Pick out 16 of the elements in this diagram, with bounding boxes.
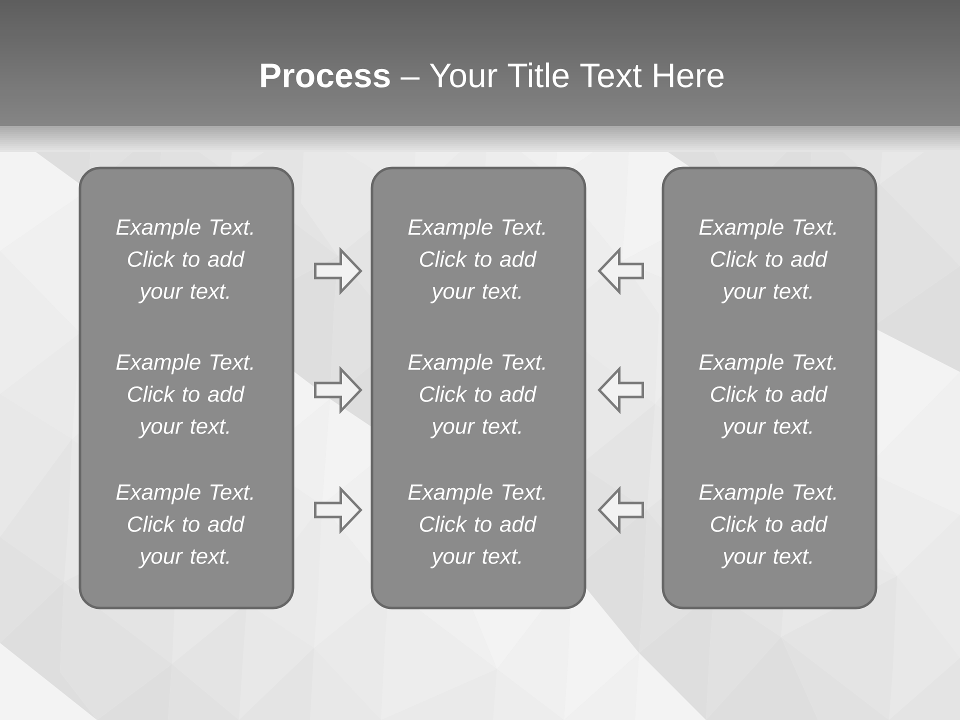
body-text: Example Text. Click to add your text. <box>408 484 545 568</box>
slide-title: Process – Your Title Text Here <box>261 62 724 88</box>
body-text: Example Text. Click to add your text. <box>699 354 836 438</box>
body-text: Example Text. Click to add your text. <box>116 484 253 568</box>
body-text: Example Text. Click to add your text. <box>408 354 545 438</box>
block-arrow <box>598 366 644 414</box>
block-arrow <box>314 486 362 534</box>
body-text: Example Text. Click to add your text. <box>408 218 545 304</box>
body-text: Example Text. Click to add your text. <box>116 354 253 438</box>
block-arrow <box>598 246 644 296</box>
body-text: Example Text. Click to add your text. <box>699 218 836 304</box>
body-text: Example Text. Click to add your text. <box>699 484 836 568</box>
block-arrow <box>314 246 362 296</box>
body-text: Example Text. Click to add your text. <box>116 218 253 304</box>
block-arrow <box>598 486 644 534</box>
block-arrow <box>314 366 362 414</box>
